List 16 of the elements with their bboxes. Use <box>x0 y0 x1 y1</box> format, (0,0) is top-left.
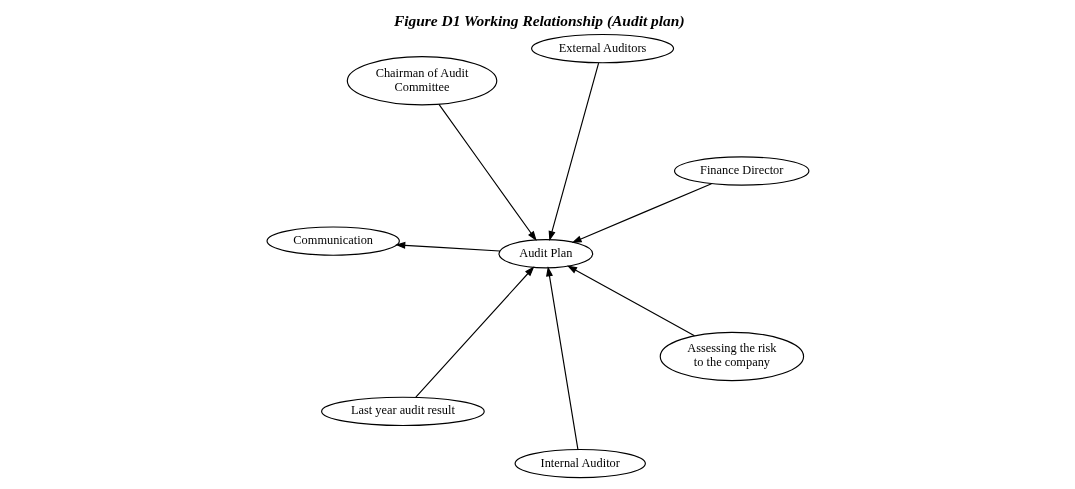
arrow <box>571 183 712 243</box>
node-ellipse: Last year audit result <box>320 396 485 427</box>
node-ellipse: Communication <box>265 226 400 256</box>
arrow <box>414 266 534 398</box>
node-ellipse: Internal Auditor <box>514 448 646 479</box>
arrow <box>548 62 599 242</box>
node-ellipse: Audit Plan <box>497 239 593 269</box>
node-ellipse: Assessing the risk to the company <box>659 331 804 382</box>
arrow <box>566 265 695 337</box>
diagram-title: Figure D1 Working Relationship (Audit plan) <box>393 11 685 29</box>
arrow <box>437 103 537 242</box>
node-ellipse: External Auditors <box>530 33 674 64</box>
node-ellipse: Finance Director <box>673 156 809 186</box>
arrow <box>394 241 500 252</box>
arrow <box>545 266 578 450</box>
node-ellipse: Chairman of Audit Committee <box>346 56 497 106</box>
